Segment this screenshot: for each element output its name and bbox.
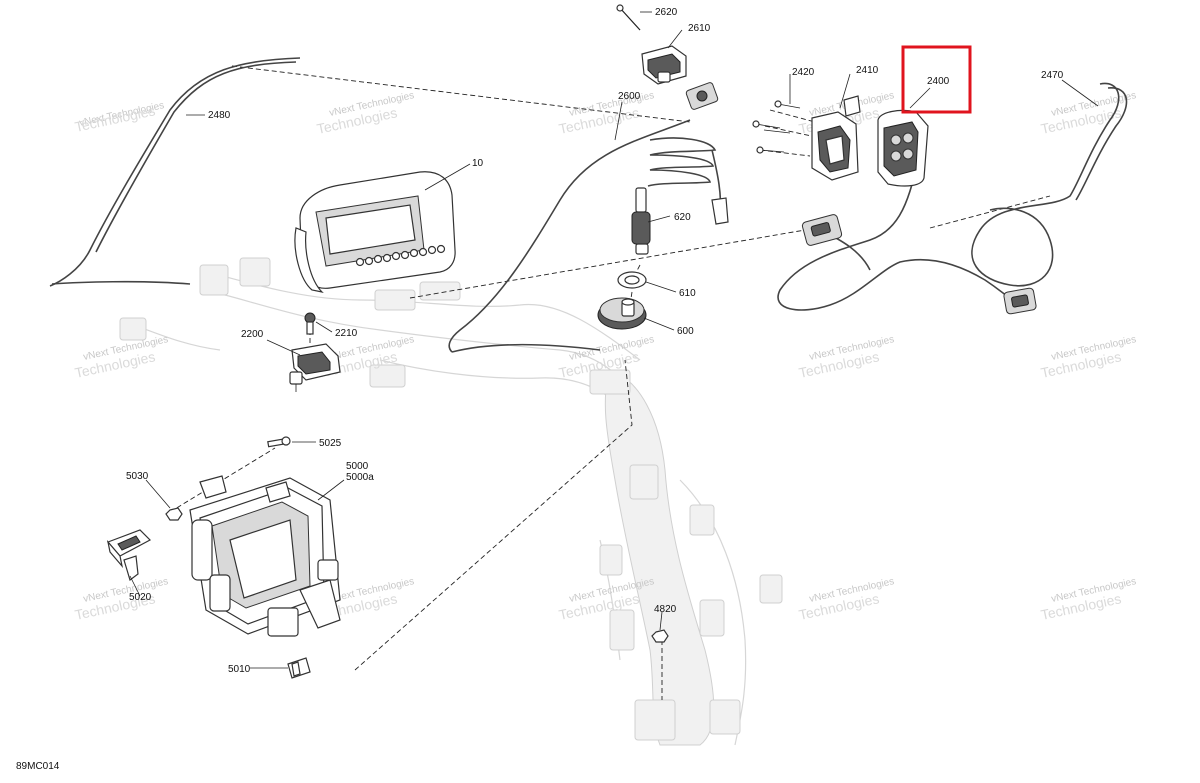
callout-600[interactable]: 600 <box>677 326 694 337</box>
screw-2210 <box>304 312 316 335</box>
callout-5010[interactable]: 5010 <box>228 664 251 675</box>
callout-2210[interactable]: 2210 <box>335 328 358 339</box>
switch-600 <box>597 297 647 330</box>
highlight-box-2400 <box>901 45 972 114</box>
connector-2470 <box>1003 287 1037 315</box>
nut-4820 <box>651 629 669 643</box>
callout-610[interactable]: 610 <box>679 288 696 299</box>
callout-4820[interactable]: 4820 <box>654 604 677 615</box>
gauge-cluster-10 <box>294 171 456 293</box>
bracket-5020 <box>106 529 151 581</box>
callout-5025[interactable]: 5025 <box>319 438 342 449</box>
diagram-code: 89MC014 <box>16 761 60 772</box>
gauge-buttons <box>355 244 446 267</box>
callout-2610[interactable]: 2610 <box>688 23 711 34</box>
callout-2480[interactable]: 2480 <box>208 110 231 121</box>
bolt-5025 <box>267 436 291 448</box>
screws-2420 <box>752 100 801 154</box>
cable-2600 <box>448 119 691 353</box>
cable-2480 <box>49 57 301 287</box>
tether-620 <box>631 137 729 255</box>
harness-2470 <box>777 82 1128 311</box>
callout-2600[interactable]: 2600 <box>618 91 641 102</box>
callout-10[interactable]: 10 <box>472 158 484 169</box>
connector-2400 <box>801 214 843 246</box>
switch-pack-2400 <box>877 109 929 187</box>
bolt-2620 <box>616 4 641 31</box>
watermark-text: Technologies <box>73 102 156 135</box>
callout-5000a[interactable]: 5000a <box>346 472 374 483</box>
nut-5030 <box>165 507 183 521</box>
callout-2620[interactable]: 2620 <box>655 7 678 18</box>
callout-620[interactable]: 620 <box>674 212 691 223</box>
callout-2470[interactable]: 2470 <box>1041 70 1064 81</box>
main-harness-ghost <box>119 257 783 746</box>
callout-2410[interactable]: 2410 <box>856 65 879 76</box>
sensor-2200 <box>289 343 341 392</box>
callout-2200[interactable]: 2200 <box>241 329 264 340</box>
housing-2410 <box>811 95 861 181</box>
connector-2600-end <box>685 82 719 110</box>
leader-lines <box>129 11 1099 669</box>
ecu-5000 <box>189 475 341 637</box>
callout-labels: 2620 2610 2600 2420 2410 2400 2470 2480 … <box>126 7 1064 675</box>
callout-2420[interactable]: 2420 <box>792 67 815 78</box>
nut-610 <box>617 271 647 289</box>
callout-5030[interactable]: 5030 <box>126 471 149 482</box>
callout-5000[interactable]: 5000 <box>346 461 369 472</box>
callout-2400[interactable]: 2400 <box>927 76 950 87</box>
callout-5020[interactable]: 5020 <box>129 592 152 603</box>
clip-5010 <box>287 657 311 679</box>
bracket-2610 <box>641 45 687 85</box>
